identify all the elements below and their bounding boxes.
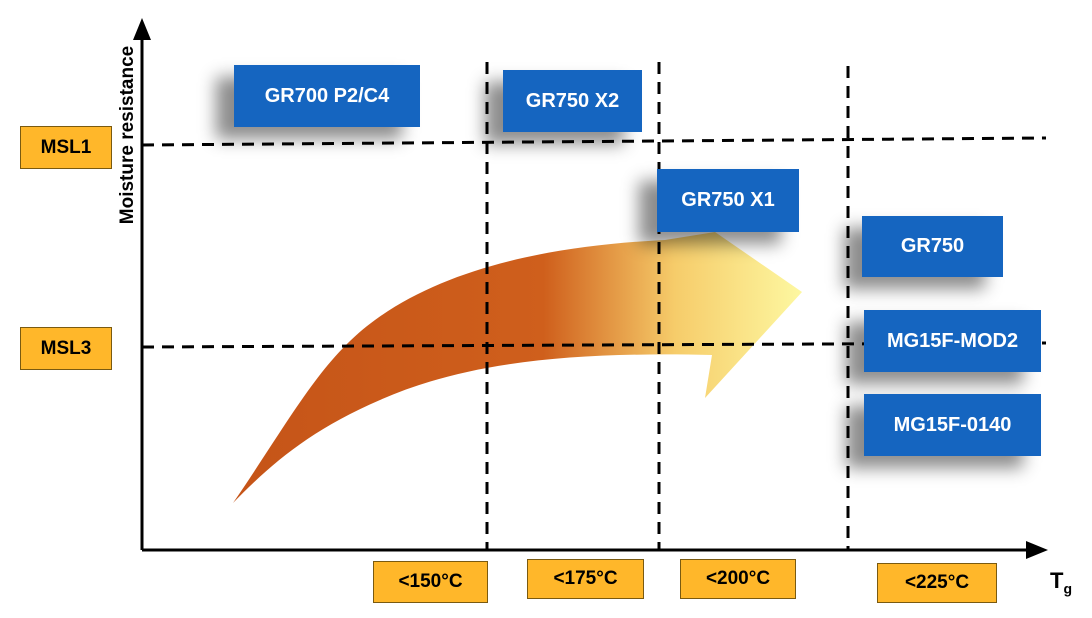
trend-arrow [233, 232, 802, 503]
tg-225-tag: <225°C [877, 563, 997, 603]
y-axis-arrowhead [133, 18, 151, 40]
product-mg15f-mod2: MG15F-MOD2 [864, 310, 1041, 372]
y-axis-label: Moisture resistance [117, 45, 138, 225]
x-axis-arrowhead [1026, 541, 1048, 559]
tg-150-tag: <150°C [373, 561, 488, 603]
product-gr700-p2c4: GR700 P2/C4 [234, 65, 420, 127]
product-gr750-x1: GR750 X1 [657, 169, 799, 232]
x-axis-label-main: T [1050, 568, 1064, 593]
x-axis-label-sub: g [1063, 580, 1073, 597]
x-axis-label: Tg [1050, 568, 1072, 596]
msl1-guide-line [141, 136, 1047, 147]
product-gr750-x2: GR750 X2 [503, 70, 642, 132]
tg-175-tag: <175°C [527, 559, 644, 599]
msl3-tag: MSL3 [20, 327, 112, 370]
msl3-guide-line [141, 341, 1047, 349]
product-mg15f-0140: MG15F-0140 [864, 394, 1041, 456]
msl1-tag: MSL1 [20, 126, 112, 169]
product-gr750: GR750 [862, 216, 1003, 277]
tg-200-tag: <200°C [680, 559, 796, 599]
